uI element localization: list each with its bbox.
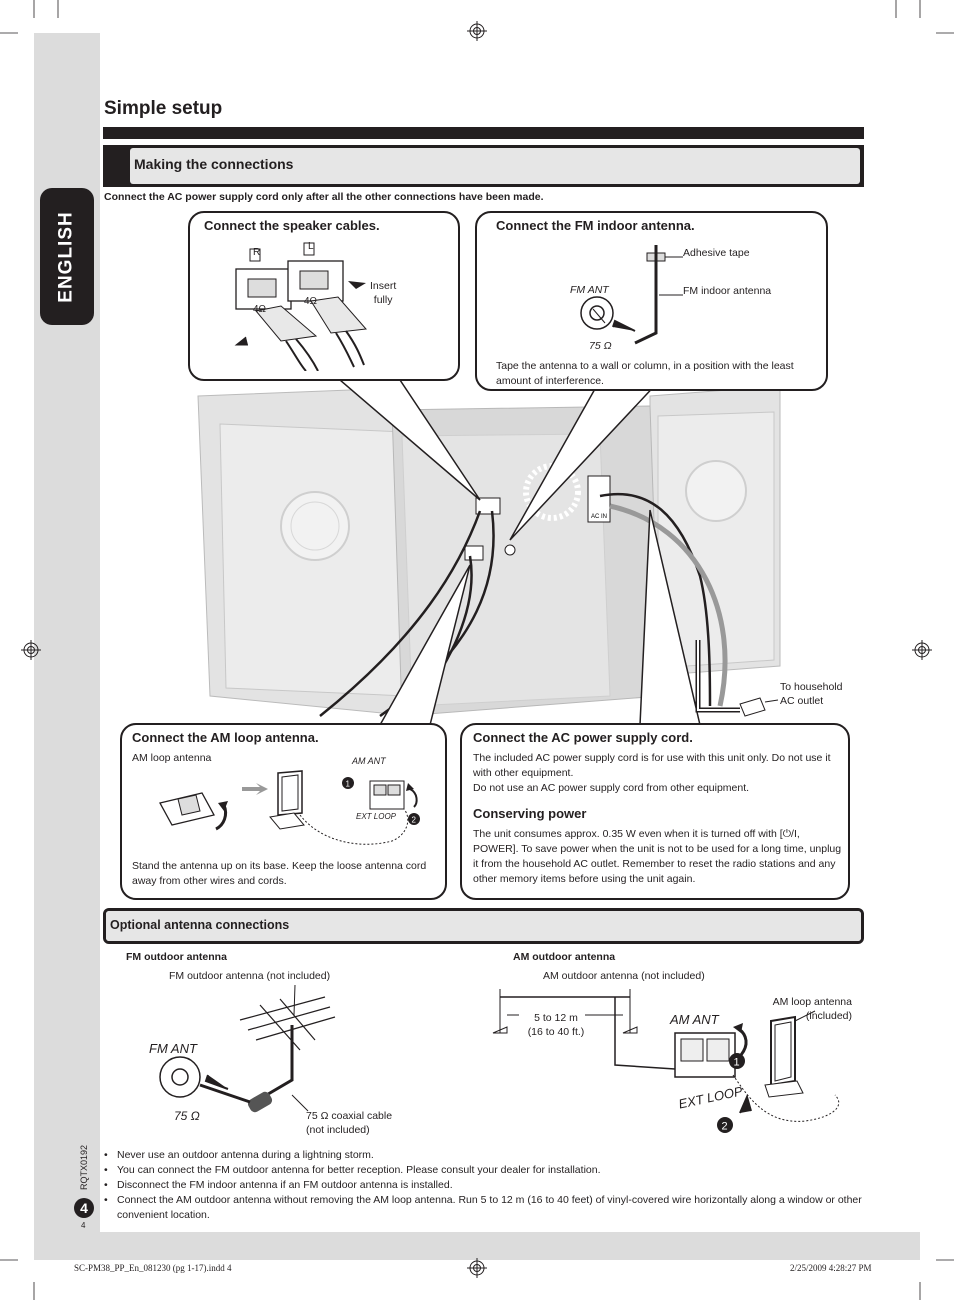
insert-fully-label: Insert fully: [370, 279, 396, 307]
note-item: Never use an outdoor antenna during a li…: [104, 1148, 864, 1163]
ohm-r-label: 4Ω: [253, 304, 267, 315]
cables: [319, 492, 728, 718]
ac-power-text: The included AC power supply cord is for…: [473, 751, 843, 796]
title-rule: [103, 127, 864, 139]
left-speaker: [197, 387, 413, 717]
speaker-cables-title: Connect the speaker cables.: [204, 218, 380, 233]
distance-line1: 5 to 12 m: [534, 1012, 578, 1024]
coaxial-cable-label: 75 Ω coaxial cable (not included): [306, 1109, 392, 1137]
am-outdoor-ant-label: AM ANT: [670, 1012, 719, 1027]
am-loop-step-2: 2: [412, 816, 417, 825]
conserving-power-text: The unit consumes approx. 0.35 W even wh…: [473, 828, 842, 885]
am-loop-included-label: AM loop antenna (included): [765, 995, 852, 1023]
am-loop-note: Stand the antenna up on its base. Keep t…: [132, 860, 427, 887]
notes-list: Never use an outdoor antenna during a li…: [104, 1148, 864, 1223]
fm-indoor-card: Connect the FM indoor antenna. FM ANT 75…: [475, 211, 828, 391]
fm-indoor-antenna-label: FM indoor antenna: [683, 285, 772, 297]
page-title: Simple setup: [104, 98, 223, 119]
distance-label: 5 to 12 m (16 to 40 ft.): [525, 1011, 587, 1039]
coaxial-cable-line1: 75 Ω coaxial cable: [306, 1110, 393, 1122]
footer-timestamp: 2/25/2009 4:28:27 PM: [790, 1263, 872, 1273]
am-loop-step-1: 1: [346, 780, 351, 789]
am-outdoor-illustration: 1 2: [492, 989, 840, 1133]
fm-outdoor-ant-label: FM ANT: [149, 1041, 197, 1056]
fm-indoor-title: Connect the FM indoor antenna.: [496, 218, 695, 233]
conserving-power-title: Conserving power: [473, 806, 587, 821]
am-loop-title: Connect the AM loop antenna.: [132, 730, 319, 745]
page-number-badge: 4: [74, 1198, 94, 1218]
ac-power-text-1: The included AC power supply cord is for…: [473, 752, 831, 779]
household-outlet-line1: To household: [780, 681, 843, 693]
language-tab: ENGLISH: [40, 188, 94, 325]
ac-power-title: Connect the AC power supply cord.: [473, 730, 693, 745]
registration-mark-bottom: [467, 1258, 487, 1278]
fm-indoor-note: Tape the antenna to a wall or column, in…: [496, 360, 794, 387]
ohm-l-label: 4Ω: [304, 296, 318, 307]
note-item: Connect the AM outdoor antenna without r…: [104, 1193, 864, 1223]
power-plug-illustration: [695, 640, 779, 717]
warning-text: Connect the AC power supply cord only af…: [104, 191, 544, 203]
note-item: Disconnect the FM indoor antenna if an F…: [104, 1178, 864, 1193]
note-item: You can connect the FM outdoor antenna f…: [104, 1163, 864, 1178]
am-outdoor-antenna-label: AM outdoor antenna (not included): [543, 970, 705, 982]
distance-line2: (16 to 40 ft.): [527, 1026, 585, 1038]
speaker-cables-card: Connect the speaker cables. R L 4Ω 4Ω In…: [188, 211, 460, 381]
ac-power-text-2: Do not use an AC power supply cord from …: [473, 782, 750, 794]
coaxial-cable-line2: (not included): [306, 1124, 370, 1136]
fm-outdoor-antenna-label: FM outdoor antenna (not included): [169, 970, 331, 982]
fm-outdoor-ohm-label: 75 Ω: [174, 1109, 200, 1123]
right-speaker: [649, 385, 781, 677]
section-heading-connections: Making the connections: [130, 148, 860, 184]
callout-pointers: [337, 379, 701, 726]
terminal-r-label: R: [253, 247, 261, 258]
registration-mark-left: [21, 640, 41, 660]
household-outlet-line2: AC outlet: [780, 695, 824, 707]
registration-mark-top: [467, 21, 487, 41]
am-outdoor-step-1: 1: [734, 1057, 740, 1069]
am-loop-included-line2: (included): [805, 1010, 852, 1022]
am-loop-illustration: 1 2: [159, 770, 420, 845]
am-loop-included-line1: AM loop antenna: [772, 996, 852, 1008]
registration-mark-right: [912, 640, 932, 660]
ac-power-card: Connect the AC power supply cord. The in…: [460, 723, 850, 900]
am-outdoor-step-2: 2: [722, 1121, 728, 1133]
fm-outdoor-heading: FM outdoor antenna: [126, 951, 227, 963]
ac-in-label: AC IN: [591, 514, 607, 520]
ext-loop-label: EXT LOOP: [356, 812, 397, 821]
am-loop-card: Connect the AM loop antenna. AM loop ant…: [120, 723, 447, 900]
household-outlet-label: To household AC outlet: [780, 680, 842, 708]
language-tab-label: ENGLISH: [56, 210, 78, 303]
insert-fully-line2: fully: [373, 294, 393, 306]
adhesive-tape-label: Adhesive tape: [683, 247, 750, 259]
fm-ohm-label: 75 Ω: [589, 340, 612, 352]
margin-band-bottom: [34, 1232, 920, 1260]
footer-file-name: SC-PM38_PP_En_081230 (pg 1-17).indd 4: [74, 1263, 232, 1273]
main-unit-body: AC IN: [391, 405, 661, 717]
fm-ant-label: FM ANT: [570, 284, 609, 296]
fm-outdoor-illustration: [159, 985, 336, 1113]
page-number-small: 4: [81, 1221, 86, 1230]
am-outdoor-heading: AM outdoor antenna: [513, 951, 616, 963]
fm-indoor-antenna-illustration: [580, 245, 683, 345]
section-heading-optional: Optional antenna connections: [106, 911, 861, 941]
stereo-unit-illustration: AC IN: [197, 385, 781, 718]
am-loop-antenna-label: AM loop antenna: [132, 752, 212, 764]
terminal-l-label: L: [308, 241, 314, 252]
insert-fully-line1: Insert: [370, 280, 397, 292]
document-code: RQTX0192: [79, 1144, 89, 1190]
am-ant-label: AM ANT: [352, 756, 386, 766]
speaker-terminal-illustration: [234, 242, 368, 371]
